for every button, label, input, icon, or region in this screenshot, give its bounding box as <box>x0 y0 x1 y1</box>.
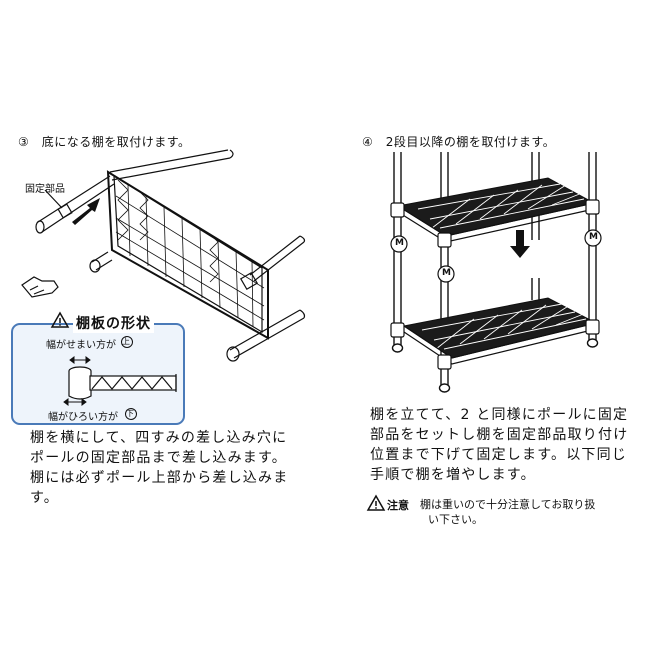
caution-line: い下さい。 <box>428 513 483 526</box>
step3-body-line: す。 <box>30 490 59 506</box>
wide-side-label: 幅がひろい方が <box>48 412 118 423</box>
wide-side-mark: 下 <box>126 409 134 418</box>
step3-body: 棚を横にして、四すみの差し込み穴に ポールの固定部品まで差し込みます。 棚には必… <box>30 428 320 508</box>
step4-body-line: 部品をセットし棚を固定部品取り付け <box>370 427 629 443</box>
step4-body-line: 位置まで下げて固定します。以下同じ <box>370 447 627 463</box>
caution-text: 棚は重いので十分注意してお取り扱 い下さい。 <box>420 497 645 527</box>
step3-body-line: ポールの固定部品まで差し込みます。 <box>30 450 287 466</box>
step4-body-line: 手順で棚を増やします。 <box>370 467 536 483</box>
step3-title: ③ 底になる棚を取付けます。 <box>18 135 191 149</box>
caution-line: 棚は重いので十分注意してお取り扱 <box>420 498 596 511</box>
pointing-hand-icon <box>21 276 59 298</box>
step4-title: ④ 2段目以降の棚を取付けます。 <box>362 135 556 149</box>
step3-body-line: 棚を横にして、四すみの差し込み穴に <box>30 430 288 446</box>
narrow-side-label: 幅がせまい方が <box>46 340 116 351</box>
step3-body-line: 棚には必ずポール上部から差し込みま <box>30 470 289 486</box>
warning-triangle-icon <box>50 311 70 328</box>
fixing-part-badge: M <box>442 268 451 278</box>
step4-body-line: 棚を立てて、2 と同様にポールに固定 <box>370 407 629 423</box>
step4-body: 棚を立てて、2 と同様にポールに固定 部品をセットし棚を固定部品取り付け 位置ま… <box>370 405 645 485</box>
down-arrow-icon <box>510 230 530 258</box>
narrow-side-mark: 上 <box>122 337 130 346</box>
fixing-part-badge: M <box>395 238 404 248</box>
right-arrow-icon <box>72 198 100 225</box>
warning-triangle-icon <box>366 494 386 511</box>
caution-label: 注意 <box>387 499 409 512</box>
callout-title: 棚板の形状 <box>73 313 154 333</box>
fixing-part-label: 固定部品 <box>25 184 65 195</box>
fixing-part-badge: M <box>589 232 598 242</box>
